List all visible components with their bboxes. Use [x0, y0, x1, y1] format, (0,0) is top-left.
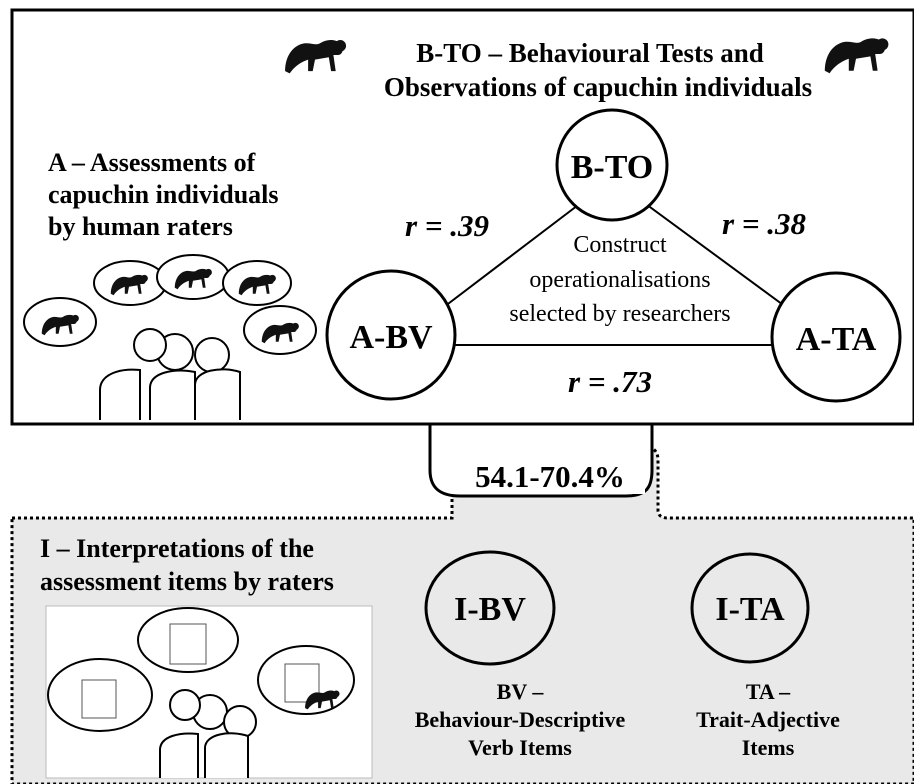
overlap-percentage: 54.1-70.4%: [475, 459, 625, 494]
ta-line1: TA –: [746, 679, 791, 704]
node-ibv-label: I-BV: [454, 591, 526, 628]
node-ibv: I-BV: [424, 550, 556, 666]
edge-bto-abv: [439, 195, 591, 311]
bv-line3: Verb Items: [468, 735, 572, 760]
ta-line3: Items: [742, 735, 795, 760]
center-text-line3: selected by researchers: [509, 301, 730, 327]
node-bto: B-TO: [555, 108, 669, 222]
bto-title-line2: Observations of capuchin individuals: [384, 72, 812, 102]
a-label-line2: capuchin individuals: [48, 180, 279, 209]
center-text-line1: Construct: [573, 232, 667, 258]
i-label-line1: I – Interpretations of the: [40, 534, 314, 563]
bv-line1: BV –: [497, 679, 545, 704]
a-label-line1: A – Assessments of: [48, 148, 256, 177]
i-label-line2: assessment items by raters: [40, 567, 334, 596]
node-bto-label: B-TO: [571, 149, 654, 186]
bto-title-line1: B-TO – Behavioural Tests and: [416, 38, 764, 68]
edge-bto-ata: [634, 195, 791, 311]
node-abv-label: A-BV: [349, 319, 433, 356]
node-ita-label: I-TA: [715, 591, 785, 628]
node-ata: A-TA: [770, 271, 902, 403]
a-label-line3: by human raters: [48, 212, 233, 241]
center-text-line2: operationalisations: [529, 267, 710, 293]
node-ata-label: A-TA: [796, 321, 877, 358]
node-abv: A-BV: [325, 269, 457, 401]
corr-bto-abv: r = .39: [405, 208, 489, 243]
corr-abv-ata: r = .73: [568, 364, 652, 399]
node-ita: I-TA: [690, 552, 810, 664]
overlap-box: [455, 460, 645, 494]
ta-line2: Trait-Adjective: [696, 707, 840, 732]
corr-bto-ata: r = .38: [722, 206, 806, 241]
bv-line2: Behaviour-Descriptive: [415, 707, 626, 732]
